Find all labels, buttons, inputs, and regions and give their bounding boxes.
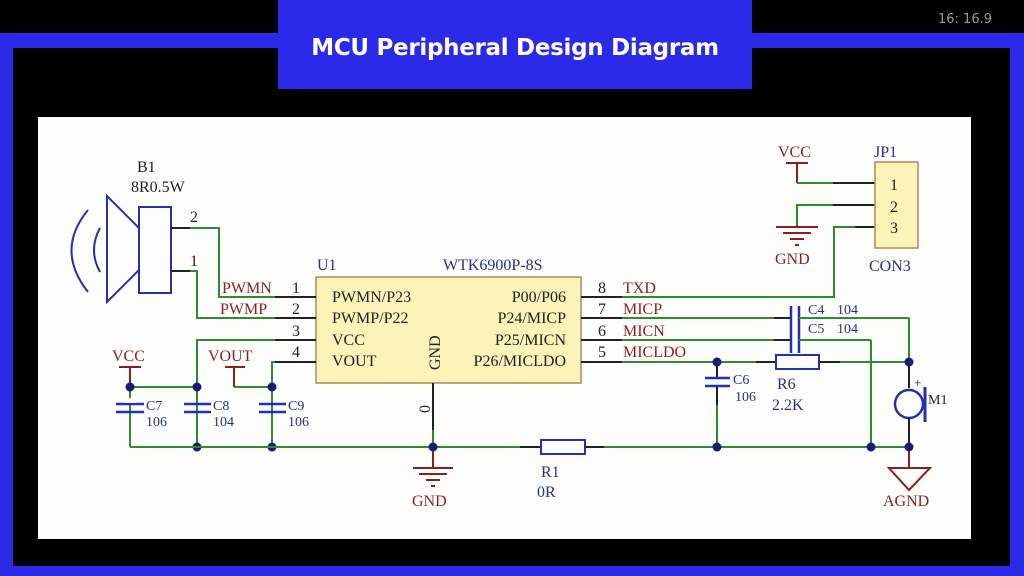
resistor-r1-icon <box>540 439 586 455</box>
junction-dot <box>712 442 722 452</box>
connector-pin: 1 <box>890 177 898 194</box>
cap-c7-ref: C7 <box>146 399 162 414</box>
resistor-r6-ref: R6 <box>777 376 796 393</box>
cap-c4-value: 104 <box>837 303 858 318</box>
net-label-pwmn: PWMN <box>222 280 272 297</box>
speaker-wires <box>171 227 275 319</box>
ic-pin-name: VCC <box>332 332 365 349</box>
mic-section: C4 104 C5 104 R6 2.2K C6 106 + M1 <box>622 303 947 510</box>
ic-pin-name: P00/P06 <box>512 289 566 306</box>
connector-jp1: VCC GND JP1 1 2 3 CON3 <box>622 144 919 298</box>
ic-pin-name: PWMN/P23 <box>332 289 411 306</box>
frame-left-bar <box>0 33 13 576</box>
net-label-txd: TXD <box>623 280 656 297</box>
cap-c6-value: 106 <box>735 390 756 405</box>
resistor-r6-value: 2.2K <box>772 397 804 414</box>
timestamp: 16: 16.9 <box>938 12 992 27</box>
frame-bottom-bar <box>0 566 1024 576</box>
net-label-micldo: MICLDO <box>623 344 686 361</box>
cap-c9-ref: C9 <box>288 399 304 414</box>
ic-pin-num: 4 <box>292 344 300 361</box>
speaker-ref: B1 <box>137 159 156 176</box>
speaker-body-icon <box>138 206 172 294</box>
cap-c5-ref: C5 <box>808 322 824 337</box>
connector-ref: JP1 <box>874 144 897 161</box>
speaker-pin2-num: 2 <box>190 209 198 226</box>
ic-pin-num: 1 <box>292 280 300 297</box>
ic-pin-name: PWMP/P22 <box>332 310 408 327</box>
ic-ref: U1 <box>317 257 337 274</box>
speaker-value: 8R0.5W <box>131 179 186 196</box>
ic-gnd-label: GND <box>427 335 444 370</box>
schematic-svg: B1 8R0.5W 2 1 U1 WTK6900P-8S 1 2 3 4 PWM… <box>70 144 947 510</box>
schematic-panel: B1 8R0.5W 2 1 U1 WTK6900P-8S 1 2 3 4 PWM… <box>38 117 971 539</box>
left-decoupling: VCC VOUT C7 106 C8 104 C9 106 <box>112 339 309 452</box>
sound-wave-inner-icon <box>93 227 101 273</box>
resistor-r1-ref: R1 <box>541 464 560 481</box>
ic-body <box>315 276 582 384</box>
junction-dot <box>192 382 202 392</box>
speaker-cone-icon <box>106 193 140 305</box>
connector-body <box>874 161 919 249</box>
vcc-label-left: VCC <box>112 348 145 365</box>
mic-ref: M1 <box>928 393 947 408</box>
ic-pin-num: 2 <box>292 301 300 318</box>
junction-dot <box>866 442 876 452</box>
cap-c5-value: 104 <box>837 322 858 337</box>
resistor-r6-icon <box>775 354 820 370</box>
connector-pin: 2 <box>890 199 898 216</box>
ic-pin-name: VOUT <box>332 353 377 370</box>
ic-pin-num: 3 <box>292 323 300 340</box>
cap-c8-value: 104 <box>213 415 234 430</box>
sound-wave-outer-icon <box>70 209 89 293</box>
vcc-label-jp1: VCC <box>778 144 811 161</box>
title-banner: MCU Peripheral Design Diagram <box>278 0 752 89</box>
speaker-pin1-num: 1 <box>190 253 198 270</box>
ic-pin-num: 7 <box>598 301 606 318</box>
connector-value: CON3 <box>869 258 911 275</box>
ic-pin-name: P24/MICP <box>498 310 567 327</box>
junction-dot <box>125 382 135 392</box>
net-label-pwmp: PWMP <box>220 301 267 318</box>
microphone-icon <box>893 388 925 420</box>
junction-dot <box>428 442 438 452</box>
cap-c7-value: 106 <box>146 415 167 430</box>
ic-gnd-pin-num: 0 <box>417 405 434 413</box>
ic-part-number: WTK6900P-8S <box>443 257 543 274</box>
cap-c8-ref: C8 <box>213 399 229 414</box>
ic-u1: U1 WTK6900P-8S 1 2 3 4 PWMN PWMP PWMN/P2… <box>220 257 686 447</box>
junction-dot <box>904 357 914 367</box>
mic-polarity: + <box>914 375 921 390</box>
frame-right-bar <box>1010 33 1024 576</box>
cap-c6-ref: C6 <box>733 373 749 388</box>
cap-c9-value: 106 <box>288 415 309 430</box>
junction-dot <box>712 357 722 367</box>
agnd-label: AGND <box>883 493 929 510</box>
page-title: MCU Peripheral Design Diagram <box>311 34 719 61</box>
net-label-micn: MICN <box>623 323 665 340</box>
analog-ground-icon <box>886 467 933 492</box>
ground-bus: R1 0R GND <box>130 439 909 510</box>
ic-pin-num: 8 <box>598 280 606 297</box>
ic-pin-num: 6 <box>598 323 606 340</box>
resistor-r1-value: 0R <box>537 484 556 501</box>
connector-pin: 3 <box>890 220 898 237</box>
gnd-label-bottom: GND <box>412 493 447 510</box>
ic-pin-name: P25/MICN <box>495 332 567 349</box>
net-label-micp: MICP <box>623 301 662 318</box>
ic-pin-name: P26/MICLDO <box>474 353 566 370</box>
speaker-b1: B1 8R0.5W 2 1 <box>70 159 198 305</box>
vout-label: VOUT <box>208 348 253 365</box>
junction-dot <box>267 382 277 392</box>
gnd-label-jp1: GND <box>775 251 810 268</box>
junction-dot <box>904 442 914 452</box>
cap-c4-ref: C4 <box>808 303 824 318</box>
ic-pin-num: 5 <box>598 344 606 361</box>
